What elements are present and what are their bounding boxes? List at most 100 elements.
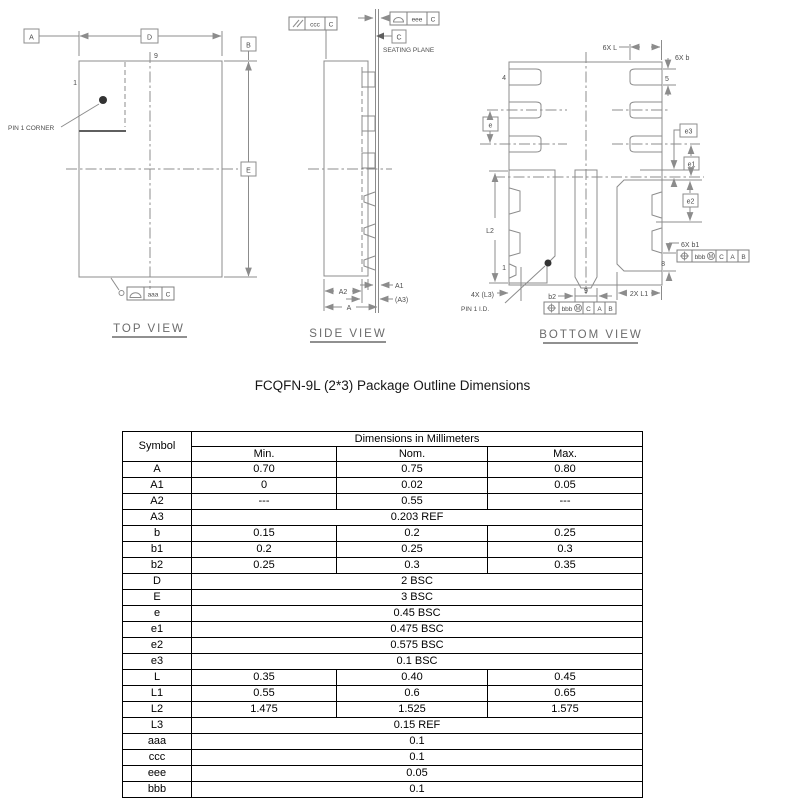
- seating-plane-label: SEATING PLANE: [383, 47, 435, 54]
- fcf-datum-b: B: [741, 254, 745, 261]
- mmc-icon: M: [707, 252, 715, 260]
- dim-e-group: B E: [224, 36, 257, 278]
- span-cell: 0.475 BSC: [190, 621, 644, 638]
- edge-pads: [509, 68, 662, 153]
- pin-number-9: 9: [584, 288, 588, 295]
- dim-b2-group: b2: [548, 288, 612, 302]
- min-cell: 0.70: [191, 461, 337, 478]
- fcf-bbb-frame-bottom: bbb M C A B: [543, 301, 617, 315]
- min-cell: 0.2: [191, 541, 337, 558]
- view-label-bottom: BOTTOM VIEW: [539, 329, 643, 341]
- fcf-aaa-frame: aaa C: [110, 277, 175, 301]
- max-cell: 0.65: [486, 685, 644, 702]
- max-cell: 0.35: [486, 557, 644, 574]
- datum-triangle-icon: [376, 32, 384, 40]
- symbol-cell: bbb: [122, 781, 192, 798]
- view-label-top: TOP VIEW: [113, 323, 185, 335]
- min-cell: 0.55: [191, 685, 337, 702]
- bottom-view-drawing: 4 5 1 8 9 6X L 6X b e: [461, 40, 750, 344]
- fcf-tolerance-eee: eee: [412, 17, 423, 24]
- symbol-cell: ccc: [122, 749, 192, 766]
- fcf-datum-c: C: [329, 22, 334, 29]
- pin1-corner-callout: PIN 1 CORNER: [8, 103, 100, 132]
- pin1-corner-dot: [99, 96, 107, 104]
- page-title: FCQFN-9L (2*3) Package Outline Dimension…: [254, 378, 531, 393]
- profile-of-surface-icon: [392, 17, 405, 23]
- nom-cell: 0.3: [336, 557, 488, 574]
- pin-number-1-top: 1: [73, 80, 77, 87]
- fcf-tolerance-bbb: bbb: [562, 306, 573, 313]
- pin-number-1: 1: [502, 265, 506, 272]
- dim-label-a2: A2: [339, 289, 348, 296]
- dim-b1-group: 6X b1: [663, 242, 699, 281]
- symbol-cell: e3: [122, 653, 192, 670]
- dim-label-e1: e1: [688, 162, 696, 169]
- view-label-side: SIDE VIEW: [309, 328, 386, 340]
- max-cell: 0.45: [486, 669, 644, 686]
- min-cell: 0.25: [191, 557, 337, 574]
- dim-e-pitch-group: e: [482, 110, 499, 144]
- symbol-cell: e2: [122, 637, 192, 654]
- symbol-cell: eee: [122, 765, 192, 782]
- fcf-datum-c: C: [586, 306, 591, 313]
- dim-6xb-group: 6X b: [663, 55, 690, 96]
- parallelism-icon: [292, 19, 304, 28]
- symbol-cell: A: [122, 461, 192, 478]
- symbol-cell: aaa: [122, 733, 192, 750]
- package-outline-drawing: A D 9 1 PIN 1 CORNER B: [8, 9, 750, 344]
- symbol-cell: A3: [122, 509, 192, 526]
- symbol-cell: b1: [122, 541, 192, 558]
- symbol-cell: e1: [122, 621, 192, 638]
- dim-l2-group: L2: [486, 170, 508, 284]
- span-cell: 0.15 REF: [190, 717, 644, 734]
- dim-label-d: D: [147, 35, 152, 42]
- fcf-tolerance-bbb: bbb: [695, 254, 706, 261]
- max-cell: ---: [486, 493, 644, 510]
- mmc-icon: M: [574, 304, 582, 312]
- max-cell: 1.575: [486, 701, 644, 718]
- dim-label-6xl: 6X L: [603, 45, 618, 52]
- symbol-cell: L1: [122, 685, 192, 702]
- dim-label-a: A: [347, 305, 352, 312]
- max-cell: 0.25: [486, 525, 644, 542]
- fcf-bbb-frame-right: bbb M C A B: [676, 249, 750, 263]
- span-cell: 0.203 REF: [190, 509, 644, 526]
- dim-label-b2: b2: [548, 294, 556, 301]
- pin-number-8: 8: [661, 261, 665, 268]
- pin1-id-dot: [544, 259, 552, 267]
- fcf-tolerance-aaa: aaa: [148, 292, 159, 299]
- min-cell: 0: [191, 477, 337, 494]
- pin1-id-label: PIN 1 I.D.: [461, 306, 489, 313]
- dim-label-e2: e2: [687, 199, 695, 206]
- symbol-cell: E: [122, 589, 192, 606]
- max-cell: 0.80: [486, 461, 644, 478]
- column-header-group: Dimensions in Millimeters: [190, 431, 644, 447]
- pin1-corner-label: PIN 1 CORNER: [8, 125, 55, 132]
- min-cell: 0.35: [191, 669, 337, 686]
- span-cell: 0.1: [190, 733, 644, 750]
- dim-d-group: D: [78, 28, 223, 56]
- symbol-cell: D: [122, 573, 192, 590]
- symbol-cell: L: [122, 669, 192, 686]
- symbol-cell: b: [122, 525, 192, 542]
- fcf-ccc-frame: ccc C: [288, 16, 338, 59]
- dim-l3-group: 4X (L3): [471, 267, 522, 301]
- dim-l1-group: 2X L1: [616, 272, 662, 300]
- nom-cell: 0.55: [336, 493, 488, 510]
- max-cell: 0.3: [486, 541, 644, 558]
- datum-letter-b: B: [246, 43, 251, 50]
- column-header-min: Min.: [191, 446, 337, 462]
- dim-label-e: E: [246, 168, 251, 175]
